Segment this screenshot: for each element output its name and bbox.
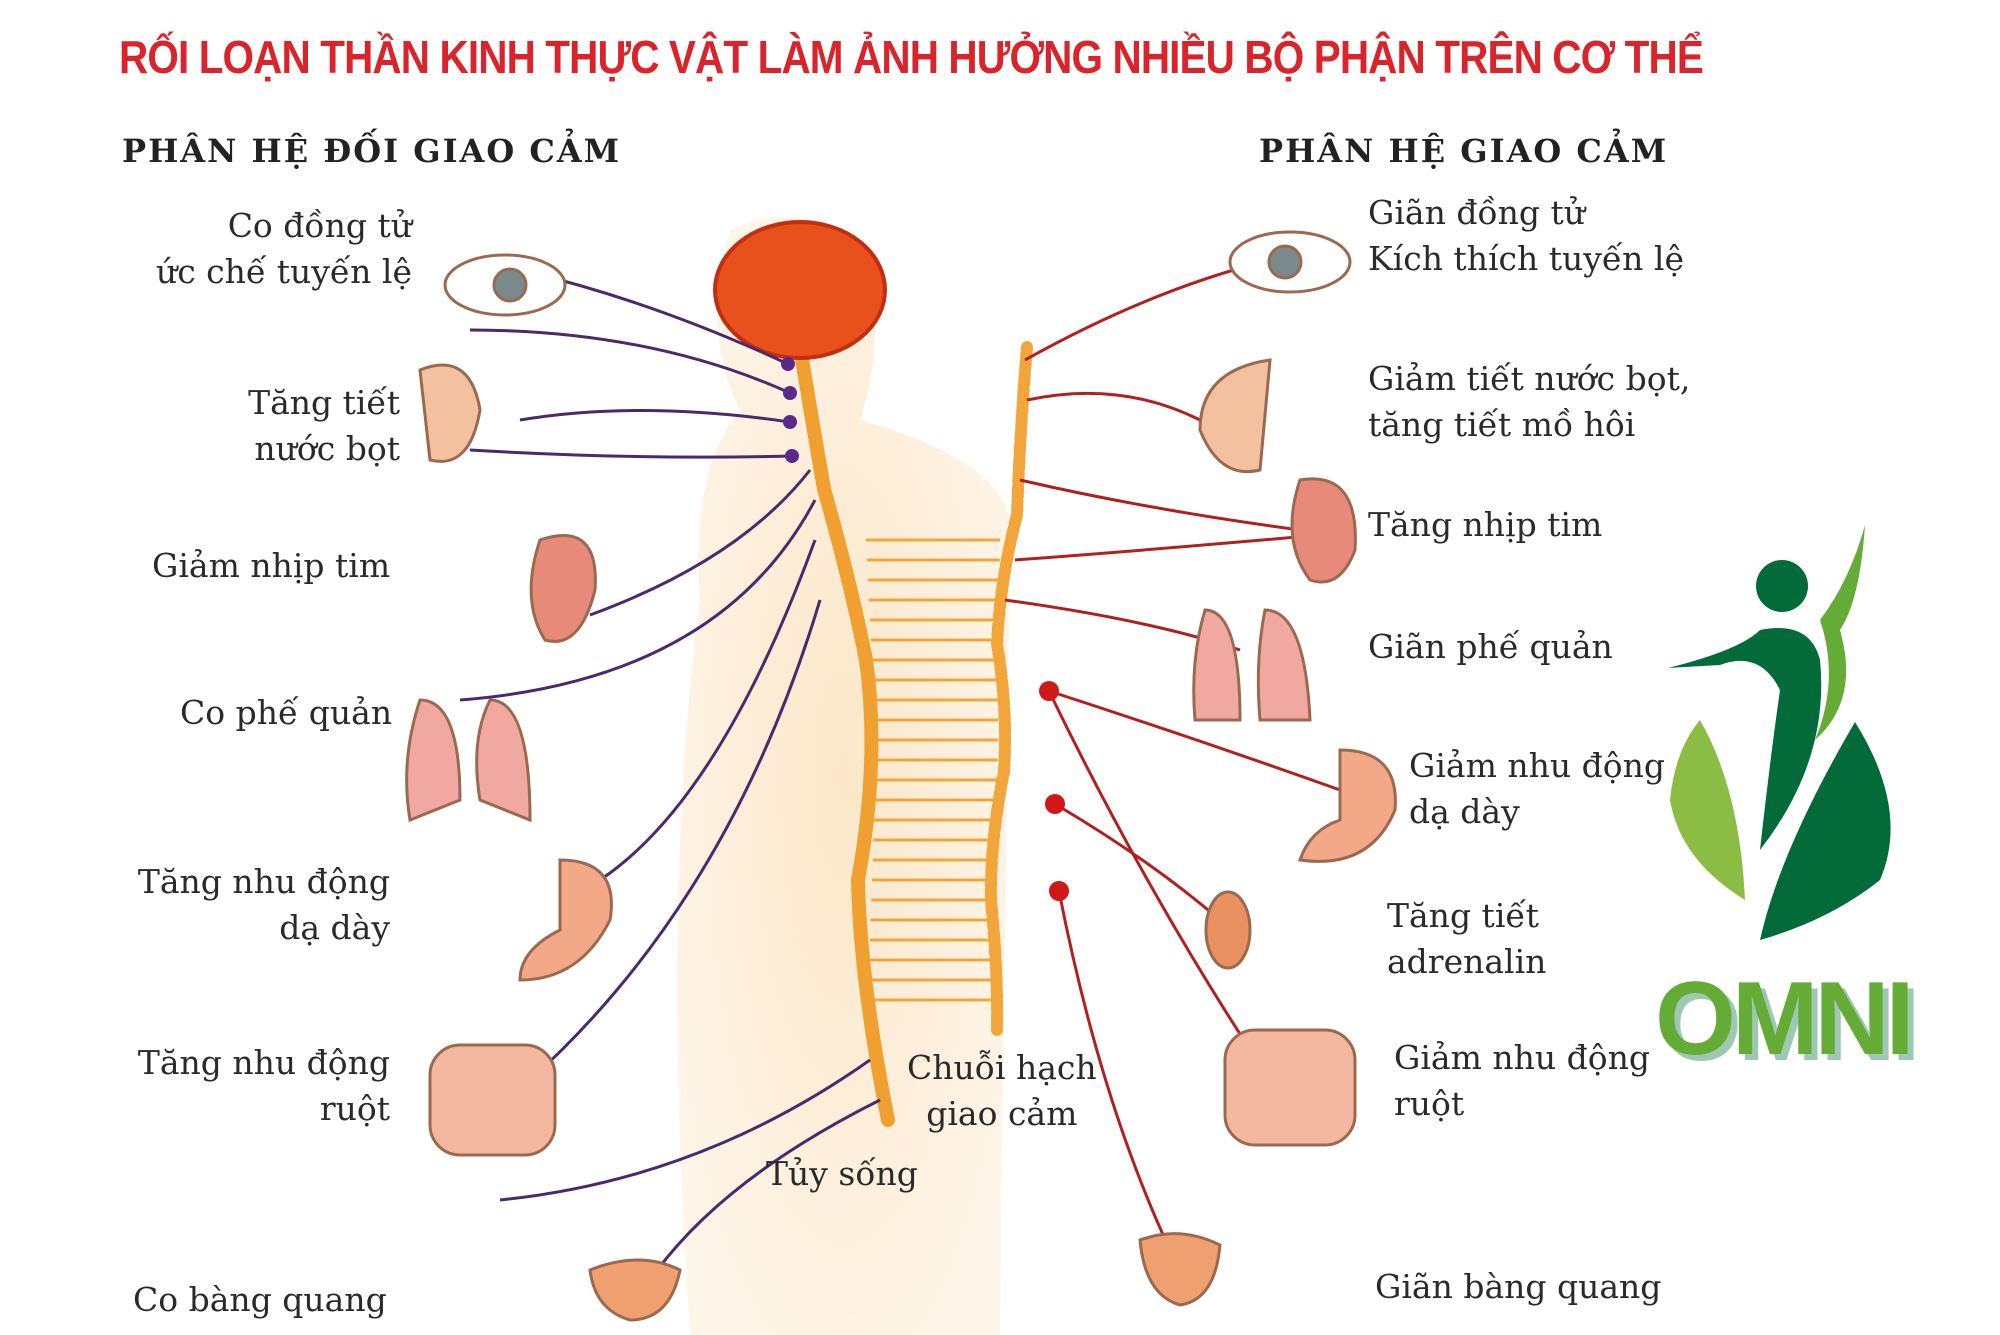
label-para-stomach: Tăng nhu động dạ dày bbox=[138, 859, 390, 951]
label-line: Tăng tiết bbox=[248, 383, 400, 422]
label-symp-heart: Tăng nhịp tim bbox=[1368, 505, 1603, 544]
left-organs bbox=[405, 253, 682, 1322]
label-symp-bronchi: Giãn phế quản bbox=[1368, 627, 1613, 666]
sympathetic-chain bbox=[984, 341, 1033, 1036]
label-line: ruột bbox=[319, 1089, 390, 1128]
label-para-saliva: Tăng tiết nước bọt bbox=[248, 380, 400, 472]
right-ear-face bbox=[1198, 358, 1272, 474]
label-symp-pupil: Giãn đồng tử Kích thích tuyến lệ bbox=[1368, 190, 1684, 282]
label-line: Kích thích tuyến lệ bbox=[1368, 239, 1685, 278]
right-lungs bbox=[1192, 608, 1312, 722]
label-line: Giãn đồng tử bbox=[1368, 193, 1586, 232]
left-heart bbox=[529, 534, 597, 643]
body-silhouette bbox=[677, 217, 1010, 1335]
right-stomach bbox=[1298, 748, 1397, 863]
label-para-heart: Giảm nhịp tim bbox=[152, 546, 391, 585]
label-line: Tăng nhu động bbox=[137, 1043, 390, 1082]
omni-logo-text: OMNI bbox=[1655, 961, 1915, 1077]
label-symp-intestine: Giảm nhu động ruột bbox=[1394, 1035, 1650, 1127]
label-para-intestine: Tăng nhu động ruột bbox=[138, 1040, 390, 1132]
label-symp-saliva: Giảm tiết nước bọt, tăng tiết mồ hôi bbox=[1368, 356, 1690, 448]
right-heart bbox=[1290, 477, 1357, 584]
left-ear-face bbox=[418, 363, 482, 463]
left-bladder bbox=[588, 1258, 682, 1322]
sympathetic-header: PHÂN HỆ GIAO CẢM bbox=[1259, 132, 1669, 170]
label-symp-adrenalin: Tăng tiết adrenalin bbox=[1387, 893, 1546, 985]
label-spinal-cord: Tủy sống bbox=[766, 1154, 918, 1193]
label-line: tăng tiết mồ hôi bbox=[1368, 405, 1636, 444]
label-line: Chuỗi hạch bbox=[907, 1048, 1097, 1087]
label-para-pupil: Co đồng tử ức chế tuyến lệ bbox=[156, 203, 412, 295]
parasympathetic-nerves bbox=[459, 268, 881, 1281]
brain bbox=[713, 220, 887, 360]
left-intestines bbox=[428, 1043, 557, 1157]
omni-logo-figure bbox=[1668, 525, 1891, 940]
label-line: Co đồng tử bbox=[227, 206, 412, 245]
label-line: Giảm nhu động bbox=[1394, 1038, 1650, 1077]
label-line: dạ dày bbox=[279, 908, 390, 947]
spinal-nerve-rungs bbox=[866, 538, 1000, 1002]
label-line: Tăng nhu động bbox=[137, 862, 390, 901]
parasympathetic-header: PHÂN HỆ ĐỐI GIAO CẢM bbox=[122, 132, 622, 170]
label-line: nước bọt bbox=[254, 429, 400, 468]
spinal-cord bbox=[793, 340, 895, 1127]
parasympathetic-ganglia bbox=[781, 357, 799, 463]
label-line: ruột bbox=[1394, 1084, 1465, 1123]
label-para-bladder: Co bàng quang bbox=[133, 1280, 387, 1319]
label-line: dạ dày bbox=[1409, 792, 1520, 831]
label-symp-stomach: Giảm nhu động dạ dày bbox=[1409, 743, 1665, 835]
right-bladder bbox=[1138, 1232, 1222, 1307]
right-intestines bbox=[1223, 1028, 1357, 1147]
label-line: Giảm nhu động bbox=[1409, 746, 1665, 785]
label-line: giao cảm bbox=[926, 1094, 1078, 1133]
label-sympathetic-chain: Chuỗi hạch giao cảm bbox=[907, 1045, 1097, 1137]
right-kidney-adrenal bbox=[1204, 890, 1252, 970]
label-line: Giảm tiết nước bọt, bbox=[1368, 359, 1691, 398]
diagram-title: RỐI LOẠN THẦN KINH THỰC VẬT LÀM ẢNH HƯỞN… bbox=[119, 31, 1704, 83]
label-line: adrenalin bbox=[1387, 942, 1547, 981]
right-organs bbox=[1138, 230, 1397, 1307]
left-stomach bbox=[518, 858, 613, 982]
label-line: ức chế tuyến lệ bbox=[155, 252, 412, 291]
sympathetic-ganglia bbox=[1039, 681, 1069, 901]
label-line: Tăng tiết bbox=[1387, 896, 1539, 935]
label-symp-bladder: Giãn bàng quang bbox=[1375, 1267, 1662, 1306]
label-para-bronchi: Co phế quản bbox=[180, 693, 393, 732]
left-lungs bbox=[405, 698, 532, 823]
